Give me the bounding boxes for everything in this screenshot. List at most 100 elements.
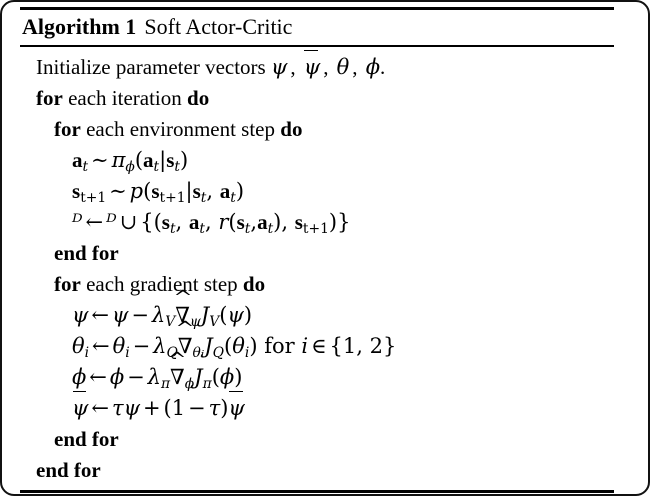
subscript-t-2: t bbox=[153, 158, 160, 175]
text-each-environment-step: each environment step bbox=[86, 116, 276, 141]
vector-s-5: s bbox=[161, 209, 170, 234]
algorithm-block: Algorithm 1 Soft Actor-Critic Initialize… bbox=[20, 7, 614, 493]
rbrace-2: } bbox=[383, 333, 397, 358]
subscript-t-5: t bbox=[230, 189, 236, 206]
subscript-t-plus-1-c: t+1 bbox=[302, 220, 329, 237]
symbol-theta-rhs: θ bbox=[112, 333, 126, 358]
subscript-t-6: t bbox=[169, 220, 176, 237]
lparen-7: ( bbox=[211, 364, 220, 389]
subscript-phi-1: ϕ bbox=[125, 158, 135, 175]
line-replay-buffer: ᴰ←ᴰ∪{(st, at, r(st,at), st+1)} bbox=[20, 207, 614, 238]
minus-operator-3: − bbox=[127, 364, 145, 389]
initialize-label: Initialize parameter vectors bbox=[36, 54, 266, 79]
element-of-operator: ∈ bbox=[311, 333, 327, 358]
vector-a: a bbox=[72, 147, 83, 172]
subscript-v-1: V bbox=[165, 313, 176, 330]
subscript-theta-1: θ bbox=[192, 344, 201, 361]
subscript-q-2: Q bbox=[212, 344, 225, 361]
keyword-do-grad-step: do bbox=[242, 271, 266, 296]
lparen-5: ( bbox=[219, 302, 228, 327]
line-sample-state: st+1∼p(st+1|st, at) bbox=[20, 176, 614, 207]
vector-a-2: a bbox=[143, 147, 154, 172]
sim-operator-2: ∼ bbox=[109, 178, 127, 203]
period-1: . bbox=[380, 54, 386, 79]
comma-5: , bbox=[175, 209, 183, 234]
gets-arrow-5: ← bbox=[91, 395, 110, 420]
reward-function-r: r bbox=[218, 209, 229, 234]
symbol-phi-rhs: ϕ bbox=[109, 364, 125, 389]
keyword-end-for-env: end for bbox=[54, 240, 119, 265]
subscript-v-2: V bbox=[209, 313, 220, 330]
algorithm-title: Algorithm 1 Soft Actor-Critic bbox=[20, 10, 614, 45]
line-for-env-step: for each environment step do bbox=[20, 114, 614, 145]
line-initialize: Initialize parameter vectors ψ, ψ, θ, ϕ. bbox=[20, 49, 614, 83]
vector-a-4: a bbox=[188, 209, 200, 234]
vector-s-4: s bbox=[192, 178, 201, 203]
keyword-for-grad-step: for bbox=[54, 271, 81, 296]
subscript-t-1: t bbox=[82, 158, 89, 175]
subscript-t-7: t bbox=[199, 220, 205, 237]
line-end-for-outer: end for bbox=[20, 455, 614, 486]
line-update-phi: ϕ←ϕ−λπ∇ϕJπ(ϕ) bbox=[20, 362, 614, 393]
line-end-for-grad: end for bbox=[20, 424, 614, 455]
minus-operator-2: − bbox=[132, 333, 151, 358]
symbol-theta-arg: θ bbox=[232, 333, 245, 358]
lparen-8: ( bbox=[163, 395, 172, 420]
vector-a-5: a bbox=[257, 209, 268, 234]
line-for-grad-step: for each gradient step do bbox=[20, 269, 614, 300]
symbol-lambda-q: λ bbox=[153, 333, 167, 358]
mid-bar-1: | bbox=[159, 147, 167, 172]
symbol-theta: θ bbox=[336, 54, 350, 79]
rbrace-1: } bbox=[337, 209, 351, 234]
comma-8: , bbox=[281, 209, 289, 234]
subscript-i-3: i bbox=[200, 348, 205, 361]
symbol-lambda-v: λ bbox=[151, 302, 166, 327]
subscript-psi-1: ψ bbox=[189, 313, 201, 330]
sim-operator-1: ∼ bbox=[91, 147, 109, 172]
algorithm-title-rule bbox=[20, 45, 614, 47]
symbol-phi-arg: ϕ bbox=[219, 364, 235, 389]
text-for-index: for bbox=[264, 333, 295, 358]
rparen-1: ) bbox=[179, 147, 189, 172]
subscript-phi-2: ϕ bbox=[184, 375, 195, 392]
gets-arrow-4: ← bbox=[89, 364, 107, 389]
algorithm-name-label: Soft Actor-Critic bbox=[144, 14, 293, 39]
symbol-theta-lhs: θ bbox=[72, 333, 85, 358]
symbol-dataset-d-1: ᴰ bbox=[72, 209, 83, 234]
keyword-do-iteration: do bbox=[187, 85, 210, 110]
text-each-gradient-step: each gradient step bbox=[86, 271, 238, 296]
subscript-pi-2: π bbox=[202, 375, 212, 392]
text-each-iteration: each iteration bbox=[68, 85, 182, 110]
line-for-iteration: for each iteration do bbox=[20, 83, 614, 114]
lparen-3: ( bbox=[153, 209, 162, 234]
comma-2: , bbox=[323, 54, 329, 79]
comma-9: , bbox=[356, 333, 363, 358]
symbol-psi-bar: ψ bbox=[304, 49, 320, 83]
lparen-2: ( bbox=[143, 178, 152, 203]
vector-s-6: s bbox=[236, 209, 245, 234]
rparen-7: ) bbox=[234, 364, 243, 389]
subscript-pi-1: π bbox=[160, 375, 171, 392]
objective-j-q: J bbox=[204, 333, 213, 358]
vector-s-3: s bbox=[151, 178, 160, 203]
subscript-i-1: i bbox=[84, 344, 90, 361]
union-operator: ∪ bbox=[119, 209, 138, 234]
rparen-2: ) bbox=[235, 178, 245, 203]
keyword-for-env-step: for bbox=[54, 116, 81, 141]
objective-j-pi: J bbox=[194, 364, 203, 389]
objective-j-v: J bbox=[200, 302, 210, 327]
symbol-psi-target: ψ bbox=[123, 395, 141, 420]
keyword-for-iteration: for bbox=[36, 85, 63, 110]
rparen-5: ) bbox=[243, 302, 253, 327]
symbol-lambda-pi: λ bbox=[147, 364, 161, 389]
comma-1: , bbox=[290, 54, 296, 79]
subscript-t-8: t bbox=[244, 220, 251, 237]
lbrace-1: { bbox=[140, 209, 154, 234]
gets-arrow-3: ← bbox=[92, 333, 110, 358]
symbol-psi: ψ bbox=[270, 54, 288, 79]
symbol-dataset-d-2: ᴰ bbox=[106, 209, 117, 234]
line-update-theta: θi←θi−λQ∇θiJQ(θi) for i∈{1, 2} bbox=[20, 331, 614, 362]
vector-s-7: s bbox=[294, 209, 303, 234]
rparen-8: ) bbox=[220, 395, 229, 420]
